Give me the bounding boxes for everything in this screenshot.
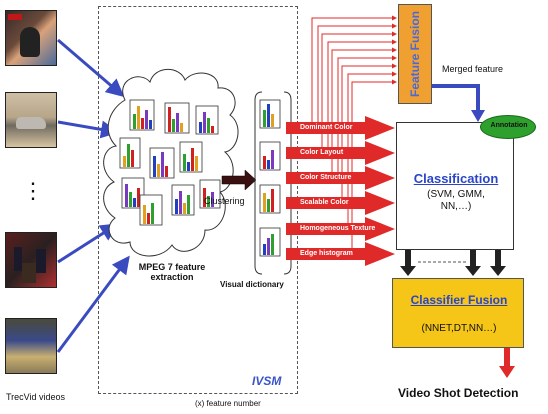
feature-fusion-lines xyxy=(311,15,397,248)
feature-label-scalable-color: Scalable Color xyxy=(300,199,349,206)
input-arrow xyxy=(57,223,119,264)
feature-label-color-structure: Color Structure xyxy=(300,174,352,181)
feature-fusion-box: Feature Fusion xyxy=(398,4,432,104)
cloud-histogram xyxy=(121,177,145,209)
input-arrow xyxy=(56,255,130,353)
anchor-figure xyxy=(20,27,40,57)
dictionary-histogram xyxy=(259,141,281,171)
feature-arrow-color-layout xyxy=(286,141,395,165)
classification-box: Classification (SVM, GMM, NN,…) xyxy=(396,122,514,250)
feature-number-label: (x) feature number xyxy=(195,399,261,408)
visual-dictionary-label: Visual dictionary xyxy=(220,280,284,289)
feature-fusion-label: Feature Fusion xyxy=(408,10,422,98)
input-arrow xyxy=(57,38,125,97)
mpeg7-label: MPEG 7 feature extraction xyxy=(132,262,212,282)
person-figure xyxy=(36,249,46,273)
annotation-badge: Annotation xyxy=(480,115,536,139)
mpeg7-label-line1: MPEG 7 feature xyxy=(138,262,206,272)
classifier-fusion-box: Classifier Fusion (NNET,DT,NN…) xyxy=(392,278,524,348)
cloud-histogram xyxy=(179,141,203,173)
car-thumbnail xyxy=(5,92,57,148)
podium-thumbnail xyxy=(5,232,57,288)
feature-label-color-layout: Color Layout xyxy=(300,149,344,156)
output-label: Video Shot Detection xyxy=(398,386,519,400)
classification-methods-line2: NN,…) xyxy=(440,201,472,212)
output-arrow xyxy=(499,346,515,378)
classifier-arrows xyxy=(400,250,506,276)
ellipsis: ⋮ xyxy=(22,178,44,203)
dictionary-histogram xyxy=(259,99,281,129)
cloud-histogram xyxy=(195,105,219,135)
annotation-label: Annotation xyxy=(490,122,528,129)
classification-methods-line1: (SVM, GMM, xyxy=(427,189,485,200)
classifier-fusion-title: Classifier Fusion xyxy=(410,293,508,307)
cloud-histogram xyxy=(199,179,221,209)
basketball-thumbnail xyxy=(5,318,57,374)
feature-label-homogeneous-texture: Homogeneous Texture xyxy=(300,225,376,232)
feature-arrow-dominant-color xyxy=(286,116,395,140)
feature-arrows xyxy=(286,116,395,266)
cloud-histogram xyxy=(129,99,155,131)
car-shape xyxy=(16,117,46,129)
feature-arrow-edge-histogram xyxy=(286,242,395,266)
cloud-histogram xyxy=(139,194,163,226)
cloud-histogram xyxy=(164,102,190,134)
cloud-histogram xyxy=(171,184,195,216)
news-logo xyxy=(8,14,22,20)
source-label: TrecVid videos xyxy=(6,392,66,402)
mpeg7-label-line2: extraction xyxy=(150,272,194,282)
dictionary-histogram xyxy=(259,184,281,214)
input-arrow xyxy=(57,120,119,139)
news-anchor-thumbnail xyxy=(5,10,57,66)
merged-feature-label: Merged feature xyxy=(442,64,504,74)
cloud-histogram xyxy=(119,137,141,169)
feature-label-dominant-color: Dominant Color xyxy=(300,124,353,131)
feature-arrow-color-structure xyxy=(286,166,395,190)
ivsm-label: IVSM xyxy=(252,374,282,388)
feature-arrow-homogeneous-texture xyxy=(286,217,395,241)
clustering-arrow xyxy=(221,169,257,191)
visual-dictionary-bracket xyxy=(254,91,263,275)
person-figure xyxy=(14,247,22,271)
clustering-label: Clustering xyxy=(204,196,245,206)
classification-title: Classification xyxy=(413,171,499,186)
cloud-histogram xyxy=(149,147,175,179)
classifier-fusion-methods: (NNET,DT,NN…) xyxy=(421,323,497,334)
dictionary-histogram xyxy=(259,227,281,257)
feature-label-edge-histogram: Edge histogram xyxy=(300,250,353,257)
feature-arrow-scalable-color xyxy=(286,191,395,215)
podium-shape xyxy=(22,263,36,283)
